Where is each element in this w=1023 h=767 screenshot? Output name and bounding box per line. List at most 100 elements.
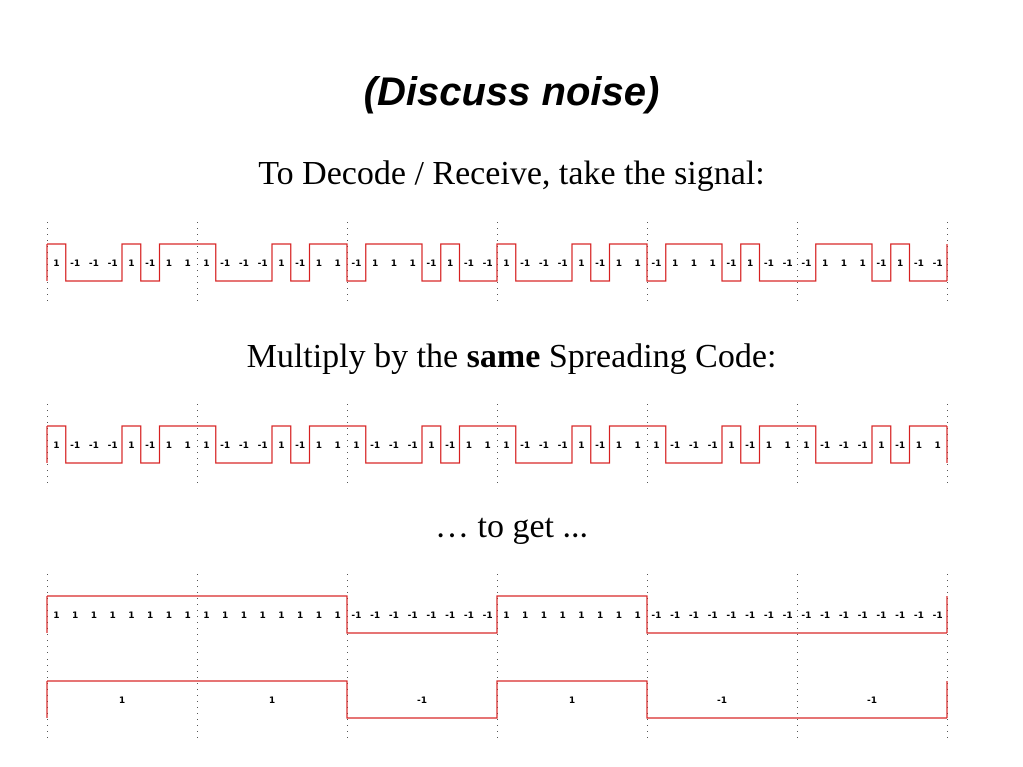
chip-value-label: 1 xyxy=(747,259,753,269)
chip-value-label: 1 xyxy=(222,611,228,621)
chip-value-label: -1 xyxy=(745,441,755,451)
chip-value-label: 1 xyxy=(203,441,209,451)
chip-value-label: 1 xyxy=(128,259,134,269)
chip-value-label: -1 xyxy=(445,611,455,621)
chip-value-label: 1 xyxy=(634,441,640,451)
chip-value-label: -1 xyxy=(726,259,736,269)
chip-value-label: 1 xyxy=(841,259,847,269)
chip-value-label: -1 xyxy=(876,611,886,621)
chip-value-label: -1 xyxy=(745,611,755,621)
chip-value-label: 1 xyxy=(766,441,772,451)
chip-value-label: 1 xyxy=(578,441,584,451)
chip-value-label: -1 xyxy=(876,259,886,269)
chip-value-label: -1 xyxy=(783,259,793,269)
chip-value-label: -1 xyxy=(858,441,868,451)
chip-value-label: -1 xyxy=(670,611,680,621)
caption-multiply-bold: same xyxy=(466,338,541,375)
chip-value-label: -1 xyxy=(108,259,118,269)
chip-value-label: 1 xyxy=(316,441,322,451)
chip-value-label: 1 xyxy=(109,611,115,621)
chip-value-label: -1 xyxy=(689,441,699,451)
chip-value-label: 1 xyxy=(334,259,340,269)
chip-value-label: -1 xyxy=(764,259,774,269)
chip-value-label: -1 xyxy=(389,611,399,621)
chip-value-label: 1 xyxy=(166,259,172,269)
chip-value-label: -1 xyxy=(417,696,427,706)
chip-value-label: -1 xyxy=(595,441,605,451)
chip-value-label: -1 xyxy=(89,259,99,269)
chip-value-label: -1 xyxy=(408,611,418,621)
chip-value-label: -1 xyxy=(858,611,868,621)
chip-value-label: 1 xyxy=(466,441,472,451)
chip-value-label: 1 xyxy=(672,259,678,269)
caption-multiply-post: Spreading Code: xyxy=(548,338,777,375)
chip-value-label: -1 xyxy=(445,441,455,451)
chip-value-label: 1 xyxy=(616,441,622,451)
chip-value-label: 1 xyxy=(859,259,865,269)
chip-value-label: -1 xyxy=(145,259,155,269)
chip-value-label: 1 xyxy=(728,441,734,451)
chip-value-label: 1 xyxy=(428,441,434,451)
chip-value-label: 1 xyxy=(484,441,490,451)
chip-value-label: 1 xyxy=(166,441,172,451)
chip-value-label: -1 xyxy=(239,441,249,451)
chip-value-label: -1 xyxy=(483,259,493,269)
chip-value-label: 1 xyxy=(541,611,547,621)
chip-value-label: 1 xyxy=(259,611,265,621)
chip-value-label: -1 xyxy=(820,441,830,451)
chip-value-label: 1 xyxy=(91,611,97,621)
chip-value-label: 1 xyxy=(278,441,284,451)
chip-value-label: 1 xyxy=(616,259,622,269)
chip-value-label: 1 xyxy=(916,441,922,451)
chip-value-label: -1 xyxy=(464,259,474,269)
chip-value-label: 1 xyxy=(269,696,275,706)
chip-value-label: -1 xyxy=(520,441,530,451)
chip-value-label: -1 xyxy=(145,441,155,451)
chip-value-label: 1 xyxy=(128,611,134,621)
chip-value-label: 1 xyxy=(119,696,125,706)
chip-value-label: 1 xyxy=(203,259,209,269)
chip-value-label: 1 xyxy=(334,441,340,451)
chip-value-label: 1 xyxy=(241,611,247,621)
chip-value-label: -1 xyxy=(708,441,718,451)
chip-value-label: 1 xyxy=(409,259,415,269)
chip-value-label: -1 xyxy=(539,441,549,451)
chip-value-label: -1 xyxy=(801,611,811,621)
chip-value-label: 1 xyxy=(184,259,190,269)
chip-value-label: 1 xyxy=(878,441,884,451)
chip-value-label: 1 xyxy=(316,611,322,621)
chip-value-label: 1 xyxy=(184,441,190,451)
chip-value-label: 1 xyxy=(278,611,284,621)
chip-value-label: -1 xyxy=(108,441,118,451)
chip-value-label: -1 xyxy=(464,611,474,621)
chip-value-label: -1 xyxy=(408,441,418,451)
chip-value-label: -1 xyxy=(933,259,943,269)
chip-value-label: -1 xyxy=(258,259,268,269)
chip-value-label: 1 xyxy=(634,611,640,621)
chip-value-label: 1 xyxy=(503,259,509,269)
chip-value-label: -1 xyxy=(295,259,305,269)
chip-value-label: 1 xyxy=(353,441,359,451)
chip-value-label: -1 xyxy=(351,611,361,621)
chip-value-label: 1 xyxy=(822,259,828,269)
slide-title: (Discuss noise) xyxy=(363,70,660,114)
chip-value-label: -1 xyxy=(783,611,793,621)
waveform-trace xyxy=(47,595,947,634)
chip-value-label: -1 xyxy=(426,611,436,621)
chip-value-label: -1 xyxy=(717,696,727,706)
chip-value-label: -1 xyxy=(426,259,436,269)
chip-value-label: -1 xyxy=(595,259,605,269)
chip-value-label: -1 xyxy=(89,441,99,451)
chip-value-label: -1 xyxy=(914,259,924,269)
chip-value-label: 1 xyxy=(372,259,378,269)
caption-multiply: Multiply by the same Spreading Code: xyxy=(0,338,1023,376)
chip-value-label: -1 xyxy=(895,441,905,451)
chip-value-label: -1 xyxy=(689,611,699,621)
chip-value-label: -1 xyxy=(651,611,661,621)
chip-value-label: -1 xyxy=(801,259,811,269)
chip-value-label: -1 xyxy=(258,441,268,451)
chip-value-label: -1 xyxy=(933,611,943,621)
chip-value-label: -1 xyxy=(670,441,680,451)
